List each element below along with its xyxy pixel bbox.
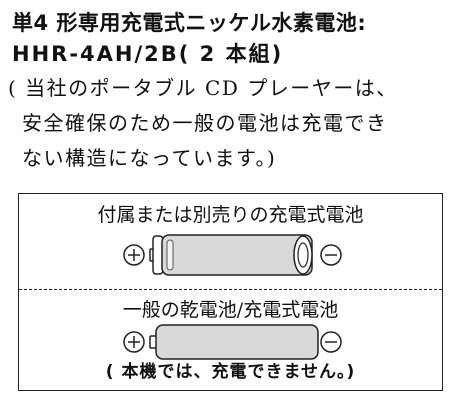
dashed-divider bbox=[19, 289, 442, 290]
minus-terminal-symbol bbox=[320, 244, 342, 266]
rechargeable-battery-figure bbox=[123, 234, 342, 276]
dry-cell-battery-icon bbox=[149, 324, 319, 360]
minus-terminal-symbol bbox=[320, 331, 342, 353]
battery-comparison-box: 付属または別売りの充電式電池 一般の乾電池/充電式電池 bbox=[18, 193, 443, 391]
model-number-heading: HHR-4AH/2B( 2 本組) bbox=[12, 42, 284, 66]
note-line-2: 安全確保のため一般の電池は充電でき bbox=[22, 111, 388, 135]
plus-terminal-symbol bbox=[123, 244, 145, 266]
dry-cell-battery-figure bbox=[123, 324, 342, 360]
rechargeable-battery-icon bbox=[149, 234, 313, 276]
dry-cell-battery-label: 一般の乾電池/充電式電池 bbox=[122, 299, 339, 321]
plus-terminal-symbol bbox=[123, 331, 145, 353]
battery-type-heading: 単4 形専用充電式ニッケル水素電池: bbox=[12, 11, 367, 35]
rechargeable-battery-label: 付属または別売りの充電式電池 bbox=[97, 204, 364, 226]
note-line-3: ない構造になっています。) bbox=[22, 146, 277, 170]
note-line-1: ( 当社のポータブル CD プレーヤーは、 bbox=[8, 76, 398, 100]
cannot-charge-note: ( 本機では、充電できません。) bbox=[105, 362, 356, 382]
